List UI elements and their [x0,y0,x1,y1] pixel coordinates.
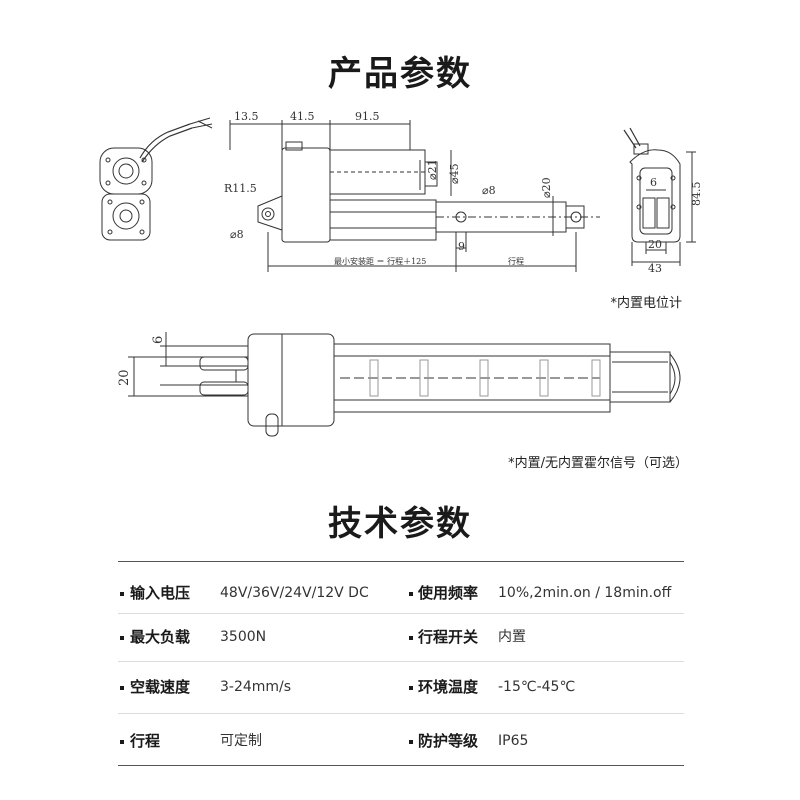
tech-params-heading: 技术参数 [328,504,472,544]
table-bottom-rule [118,765,684,766]
spec-label: 输入电压 [130,584,191,602]
dim-20-side: 20 [648,238,662,251]
dim-phi21: ⌀21 [426,159,439,180]
dim-stroke: 行程 [508,256,524,266]
spec-value: 可定制 [220,733,262,749]
bullet-icon [409,592,413,596]
dim-6-side: 6 [650,176,657,189]
dim-13-5: 13.5 [234,110,259,123]
top-view-long [128,332,681,437]
bullet-icon [409,686,413,690]
table-row-divider [118,613,684,614]
dim-6-bottom: 6 [151,336,166,344]
spec-value: 48V/36V/24V/12V DC [220,585,369,601]
dim-min-install: 最小安装距 ＝ 行程＋125 [334,256,426,266]
dim-91-5: 91.5 [355,110,380,123]
spec-label: 空载速度 [130,678,191,696]
dim-phi20: ⌀20 [540,177,553,198]
table-row-divider [118,661,684,662]
dim-20-bottom: 20 [117,369,132,386]
dim-phi8-rod: ⌀8 [482,184,496,197]
spec-label: 环境温度 [418,678,479,696]
spec-label: 最大负载 [130,628,191,646]
product-params-heading: 产品参数 [328,54,472,94]
spec-value: 内置 [498,629,526,645]
table-row-divider [118,713,684,714]
bullet-icon [120,636,124,640]
technical-drawing: 13.5 41.5 91.5 R11.5 ⌀8 ⌀8 9 ⌀21 ⌀45 ⌀20… [99,110,703,437]
spec-label: 使用频率 [418,584,479,602]
bullet-icon [120,740,124,744]
end-view-right [623,127,696,266]
end-view-left [99,117,213,241]
spec-value: IP65 [498,733,529,749]
spec-value: 3-24mm/s [220,679,292,695]
spec-value: -15℃-45℃ [498,679,576,695]
bullet-icon [120,592,124,596]
dim-phi8-left: ⌀8 [230,228,244,241]
spec-label: 行程 [130,732,161,750]
dim-43: 43 [648,262,662,275]
bullet-icon [120,686,124,690]
dim-84-5: 84.5 [690,182,703,207]
side-elevation [229,120,600,272]
dim-9: 9 [458,240,465,253]
spec-label: 防护等级 [418,732,479,750]
dim-phi45: ⌀45 [448,163,461,184]
spec-label: 行程开关 [418,628,479,646]
table-top-rule [118,561,684,562]
hall-sensor-note: *内置/无内置霍尔信号（可选） [508,456,688,471]
spec-value: 10%,2min.on / 18min.off [498,585,672,601]
bullet-icon [409,740,413,744]
bullet-icon [409,636,413,640]
potentiometer-note: *内置电位计 [610,296,682,311]
dim-r11-5: R11.5 [224,182,257,195]
dim-41-5: 41.5 [290,110,315,123]
spec-value: 3500N [220,629,267,645]
